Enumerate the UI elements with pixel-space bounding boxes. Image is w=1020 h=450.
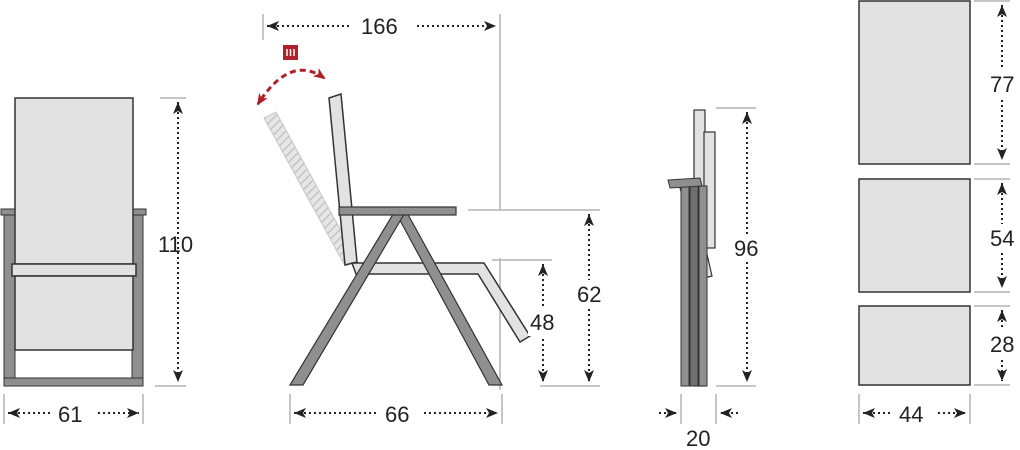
armrest-height-label: 62 — [577, 282, 601, 307]
cushion-footrest-panel — [858, 305, 971, 386]
recline-positions-icon — [283, 45, 298, 60]
front-bottom-bar — [3, 377, 144, 387]
folded-chair — [667, 109, 716, 387]
front-view: 110 61 — [0, 97, 193, 428]
cushion-seat-panel — [858, 178, 971, 293]
folded-height-label: 96 — [734, 236, 758, 261]
footrest-length-label: 28 — [990, 332, 1014, 357]
recline-arc — [256, 68, 326, 106]
side-front-leg — [393, 210, 504, 386]
cushion-back-panel — [858, 0, 971, 165]
folded-depth-label: 20 — [686, 426, 710, 450]
side-view: 166 62 48 — [256, 12, 610, 428]
cushion-view: 77 54 28 44 — [858, 0, 1020, 428]
front-width-label: 61 — [58, 402, 82, 427]
depth-label: 66 — [385, 402, 409, 427]
seat-depth-label: 54 — [990, 226, 1014, 251]
front-backrest — [14, 97, 134, 265]
front-left-leg — [3, 211, 16, 387]
front-chair — [0, 97, 147, 387]
side-seat-footrest — [350, 262, 532, 344]
front-seat — [14, 275, 134, 351]
cushion-width-label: 44 — [899, 402, 923, 427]
back-height-label: 77 — [990, 72, 1014, 97]
folded-view: 96 20 — [659, 107, 768, 450]
total-depth-label: 166 — [361, 14, 398, 39]
side-armrest — [338, 206, 457, 216]
seat-height-label: 48 — [530, 310, 554, 335]
front-seat-bar — [11, 263, 137, 277]
front-height-label: 110 — [158, 232, 193, 257]
